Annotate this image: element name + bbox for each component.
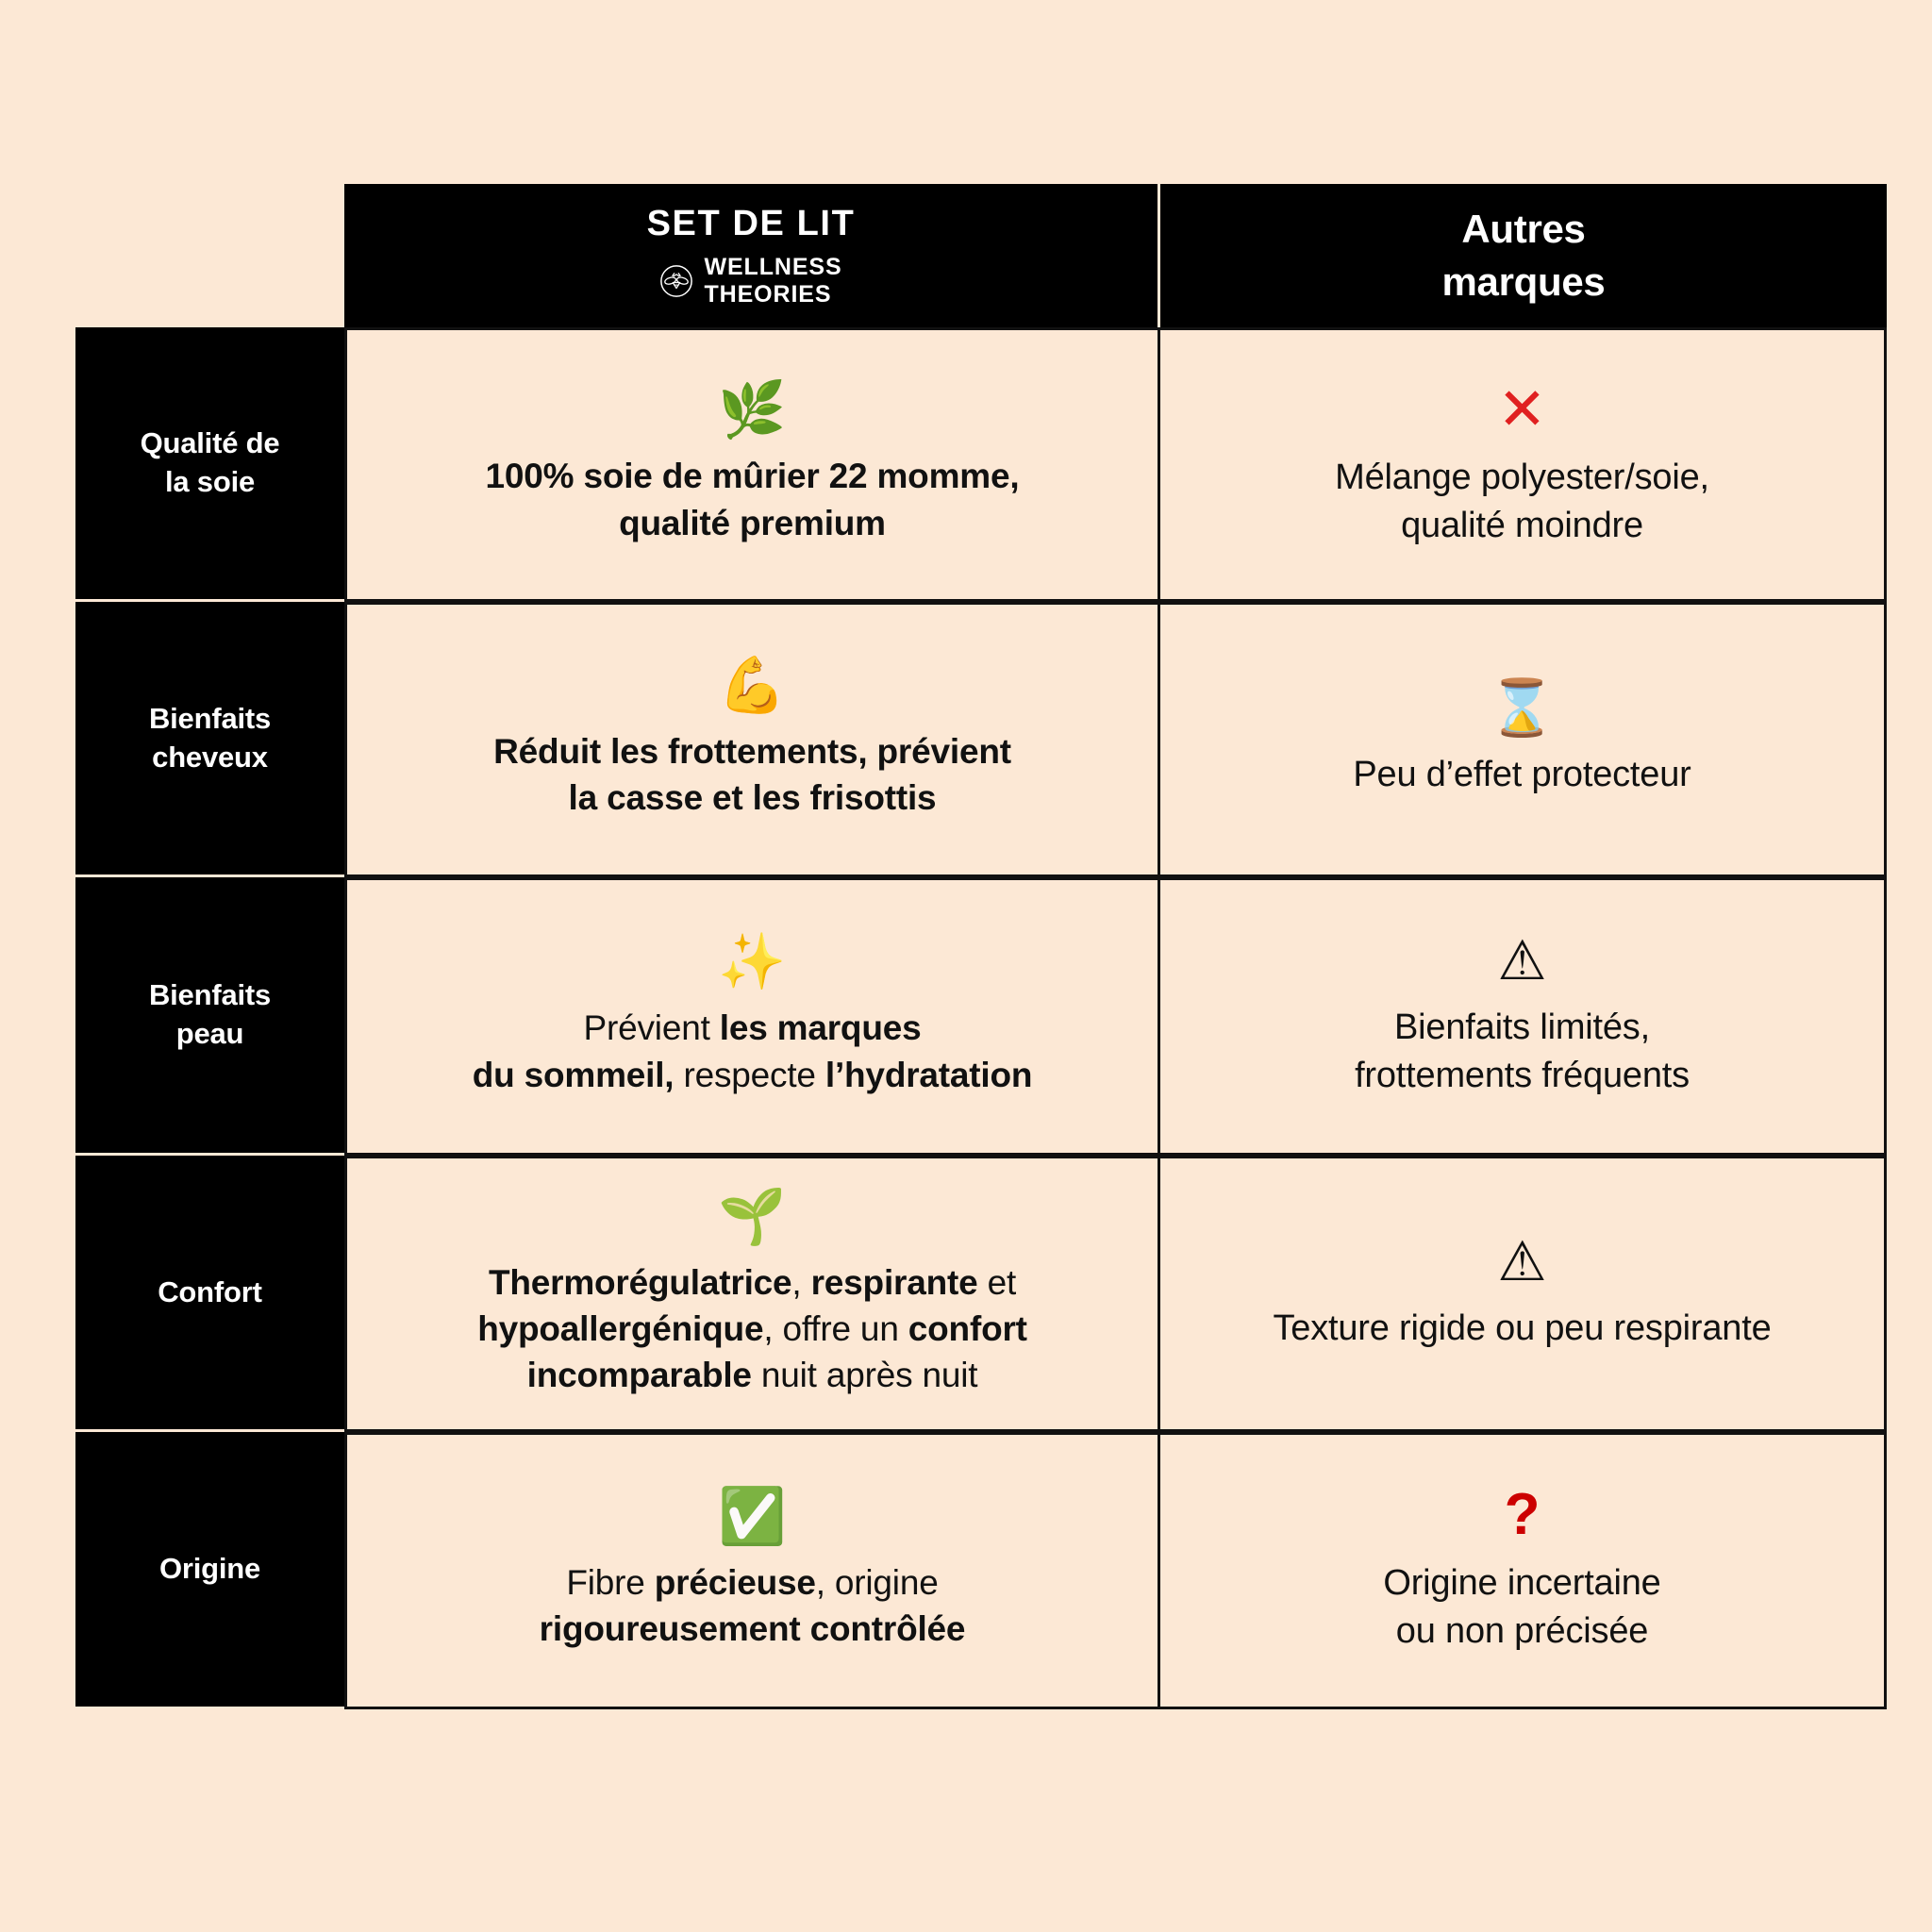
row-label-4: Confort [75, 1156, 344, 1432]
row-label-text: Confort [158, 1274, 262, 1308]
table-header-row: SET DE LIT WELLNESS THEORIES [75, 184, 1887, 327]
cell-competitor-row2: ⌛ Peu d’effet protecteur [1160, 602, 1887, 877]
cell-competitor-row4: ⚠ Texture rigide ou peu respirante [1160, 1156, 1887, 1432]
row-label-text: Origine [158, 1552, 261, 1586]
bee-circle-logo-icon [660, 264, 693, 297]
cell-competitor-text: Peu d’effet protecteur [1353, 754, 1691, 794]
header-cell-ours: SET DE LIT WELLNESS THEORIES [344, 184, 1160, 327]
red-cross-mark-icon: ✕ [1497, 374, 1547, 443]
hourglass-emoji: ⌛ [1488, 676, 1557, 739]
brand-name: WELLNESS THEORIES [704, 254, 841, 308]
brand-name-line2: THEORIES [704, 280, 832, 308]
herb-leaf-emoji: 🌿 [718, 379, 787, 441]
warning-triangle-emoji: ⚠ [1497, 1231, 1547, 1293]
sparkles-emoji: ✨ [718, 931, 787, 993]
comparison-table: SET DE LIT WELLNESS THEORIES [75, 184, 1887, 1712]
red-question-mark-icon: ? [1504, 1482, 1541, 1548]
cell-competitor-row3: ⚠ Bienfaits limités,frottements fréquents [1160, 877, 1887, 1156]
cell-ours-row1: 🌿 100% soie de mûrier 22 momme,qualité pr… [344, 327, 1160, 602]
row-label-5: Origine [75, 1432, 344, 1709]
cell-competitor-text: Texture rigide ou peu respirante [1273, 1308, 1772, 1349]
header-cell-competitors: Autres marques [1160, 184, 1887, 327]
cell-competitor-text: Mélange polyester/soie,qualité moindre [1335, 457, 1709, 545]
cell-ours-text: 100% soie de mûrier 22 momme,qualité pre… [485, 457, 1020, 542]
table-row: Confort 🌱 Thermorégulatrice, respirante et… [75, 1156, 1887, 1432]
brand-name-line1: WELLNESS [704, 254, 842, 280]
competitors-title: Autres marques [1442, 203, 1606, 308]
header-corner-spacer [75, 184, 344, 327]
brand-lockup: WELLNESS THEORIES [659, 254, 841, 308]
flexed-biceps-emoji: 💪 [718, 654, 787, 716]
competitors-title-line1: Autres [1461, 207, 1586, 252]
cell-competitor-text: Bienfaits limités,frottements fréquents [1355, 1007, 1690, 1095]
seedling-emoji: 🌱 [718, 1185, 787, 1247]
warning-triangle-emoji: ⚠ [1497, 929, 1547, 991]
header-product-title: SET DE LIT [646, 204, 856, 243]
cell-competitor-row1: ✕ Mélange polyester/soie,qualité moindre [1160, 327, 1887, 602]
competitors-title-line2: marques [1441, 259, 1606, 304]
green-check-mark-emoji: ✅ [718, 1485, 787, 1547]
